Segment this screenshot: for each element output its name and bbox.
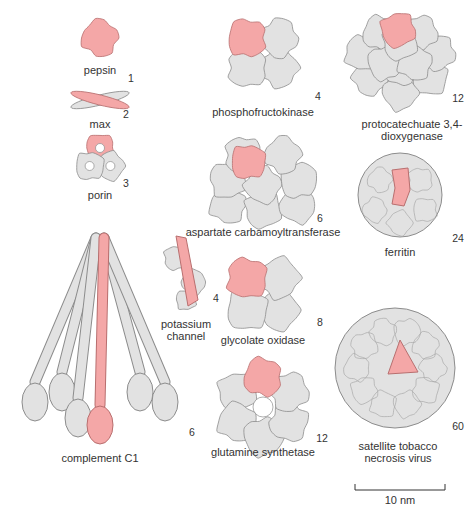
capsid-tile bbox=[394, 318, 421, 345]
highlighted-subunit bbox=[229, 19, 266, 57]
central-hole bbox=[253, 397, 273, 417]
subunit-count: 4 bbox=[206, 292, 226, 304]
globular-head bbox=[87, 406, 113, 444]
part-label: aspartate carbamoyltransferase bbox=[171, 226, 355, 238]
collagen-stalk bbox=[78, 238, 96, 398]
subunit-count: 2 bbox=[116, 108, 136, 120]
capsid-tile bbox=[393, 390, 421, 419]
pore bbox=[85, 162, 94, 171]
scale-bar bbox=[355, 484, 445, 490]
part-label: max bbox=[70, 118, 130, 130]
subunit-count: 3 bbox=[116, 177, 136, 189]
highlighted-subunit bbox=[232, 146, 265, 179]
capsid-tile bbox=[412, 331, 439, 359]
highlighted-subunit bbox=[392, 168, 410, 206]
part-label: protocatechuate 3,4-dioxygenase bbox=[360, 118, 464, 142]
helix-subunit bbox=[70, 88, 131, 112]
subunit-count: 24 bbox=[446, 232, 470, 244]
subunit-count: 8 bbox=[310, 316, 330, 328]
subunit-count: 6 bbox=[182, 426, 202, 438]
collagen-stalk bbox=[100, 238, 104, 405]
subunit-count: 12 bbox=[446, 92, 470, 104]
part-label: pepsin bbox=[60, 64, 140, 76]
part-label: satellite tobacco necrosis virus bbox=[342, 440, 454, 464]
globular-head bbox=[65, 399, 91, 437]
highlighted-subunit bbox=[380, 14, 416, 49]
globular-head bbox=[22, 383, 48, 421]
protein-subunit bbox=[264, 135, 303, 174]
pore bbox=[106, 162, 115, 171]
highlighted-subunit bbox=[226, 257, 267, 297]
part-label: porin bbox=[70, 189, 130, 201]
scale-label: 10 nm bbox=[370, 494, 430, 506]
capsid-tile bbox=[413, 378, 440, 403]
part-label: phosphofructokinase bbox=[193, 106, 333, 118]
part-label: complement C1 bbox=[45, 452, 155, 464]
shell-tile bbox=[367, 167, 393, 193]
subunit-count: 4 bbox=[308, 90, 328, 102]
helix-subunit bbox=[70, 88, 131, 112]
collagen-stalk bbox=[78, 238, 96, 398]
shell-tile bbox=[386, 210, 413, 237]
virus-capsid bbox=[335, 308, 455, 428]
part-label: ferritin bbox=[360, 246, 440, 258]
protein-subunit bbox=[259, 18, 299, 59]
highlighted-subunit bbox=[176, 236, 198, 306]
protein-subunit bbox=[228, 291, 268, 328]
capsid-tile bbox=[350, 378, 377, 405]
subunit-count: 1 bbox=[121, 72, 141, 84]
subunit-count: 6 bbox=[310, 212, 330, 224]
highlighted-subunit bbox=[388, 340, 418, 374]
globular-head bbox=[127, 373, 153, 411]
part-label: glycolate oxidase bbox=[203, 334, 323, 346]
part-label: potassium channel bbox=[151, 318, 221, 342]
highlighted-subunit bbox=[81, 18, 119, 56]
part-label: glutamine synthetase bbox=[193, 446, 333, 458]
protein-subunit bbox=[77, 153, 104, 180]
collagen-stalk bbox=[104, 238, 165, 382]
shell-tile bbox=[408, 168, 432, 192]
ferritin-shell bbox=[358, 153, 442, 237]
collagen-stalk bbox=[104, 238, 165, 382]
capsid-tile bbox=[369, 390, 396, 417]
capsid-tile bbox=[351, 333, 378, 359]
shell-tile bbox=[362, 197, 387, 224]
collagen-stalk bbox=[100, 238, 104, 405]
pore bbox=[96, 144, 105, 153]
highlighted-subunit bbox=[244, 356, 281, 397]
globular-head bbox=[152, 383, 178, 421]
capsid-tile bbox=[369, 318, 397, 346]
subunit-count: 60 bbox=[446, 420, 470, 432]
subunit-count: 12 bbox=[310, 432, 334, 444]
shell-tile bbox=[414, 199, 438, 222]
